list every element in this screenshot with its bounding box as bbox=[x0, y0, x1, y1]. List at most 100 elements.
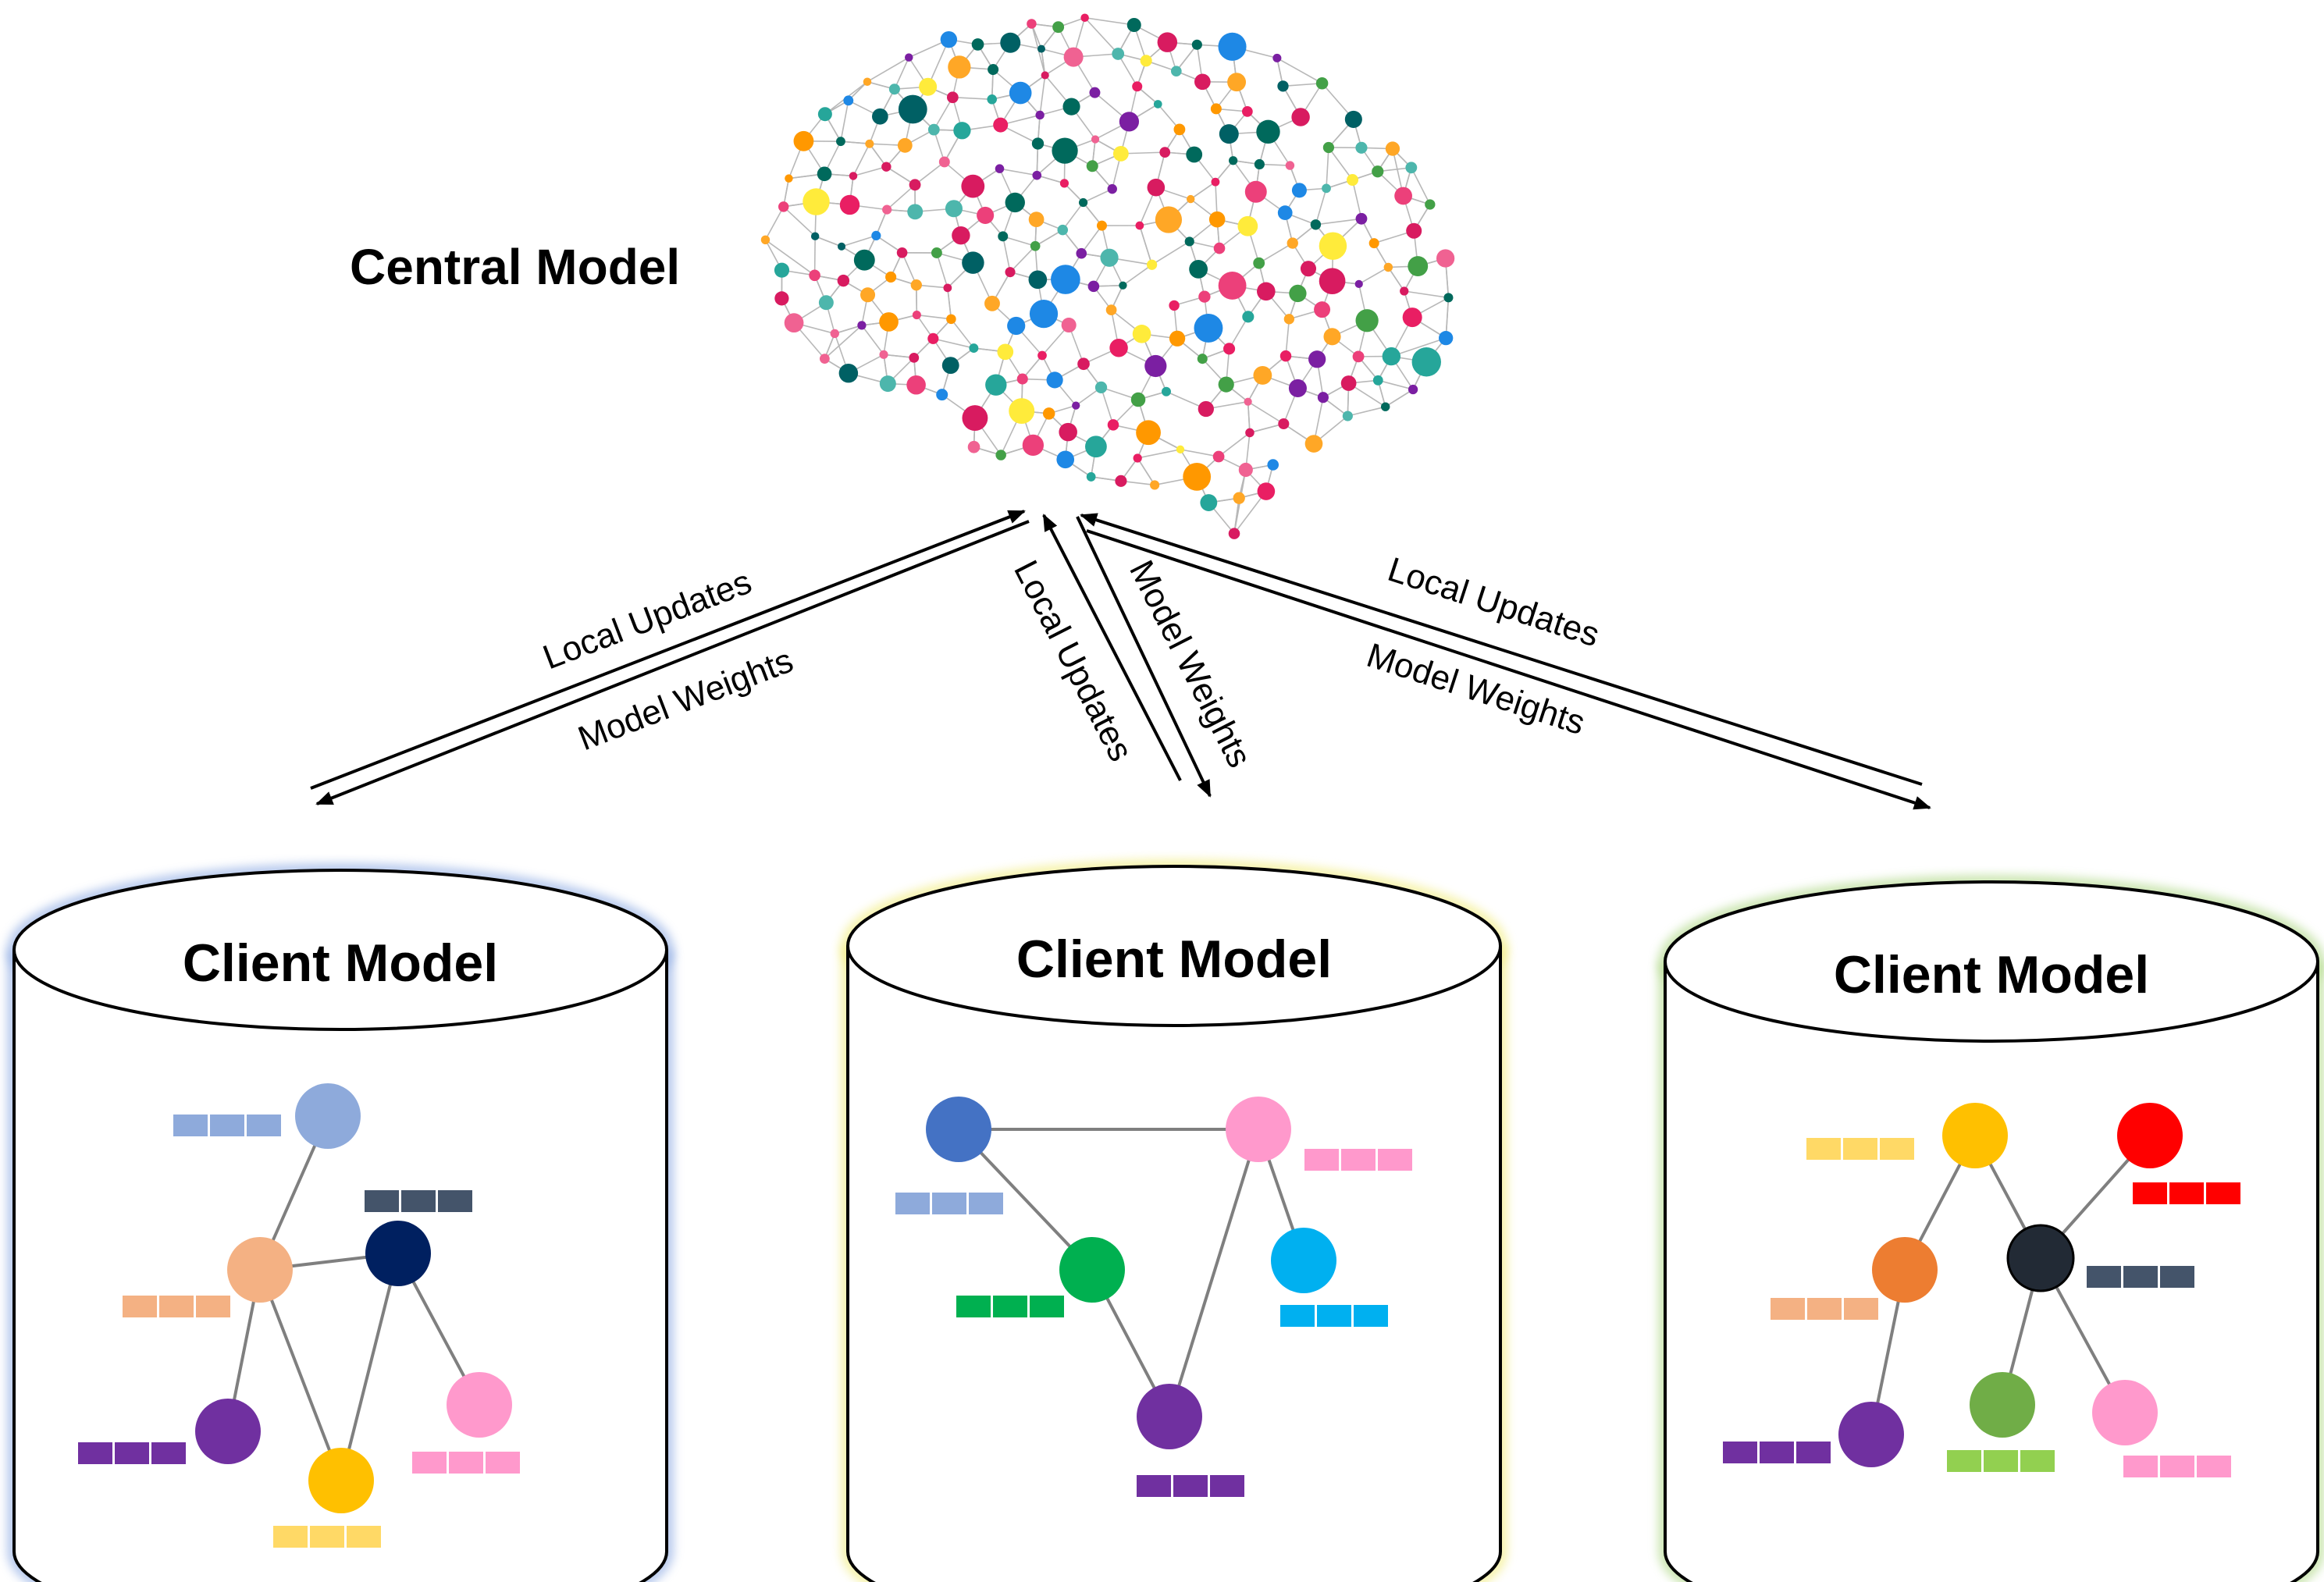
brain-node bbox=[1291, 183, 1307, 198]
brain-node bbox=[817, 166, 832, 182]
brain-node bbox=[853, 249, 875, 271]
feature-cell bbox=[347, 1526, 381, 1548]
graph-edge bbox=[258, 1269, 343, 1481]
brain-node bbox=[898, 94, 927, 124]
brain-node bbox=[1184, 236, 1194, 247]
client-model-cylinder-2: Client Model bbox=[841, 859, 1507, 1582]
brain-node bbox=[1277, 205, 1293, 220]
brain-node bbox=[830, 329, 839, 339]
feature-cell bbox=[1137, 1475, 1171, 1497]
brain-node bbox=[1300, 261, 1317, 277]
brain-node bbox=[1005, 192, 1025, 213]
brain-node bbox=[1089, 87, 1101, 98]
brain-node bbox=[1059, 179, 1069, 188]
feature-cell bbox=[1317, 1305, 1351, 1327]
brain-node bbox=[946, 91, 959, 104]
node-feature-vector bbox=[895, 1193, 1003, 1214]
node-feature-vector bbox=[1806, 1138, 1914, 1160]
feature-cell bbox=[2160, 1266, 2194, 1288]
brain-node bbox=[998, 231, 1009, 242]
brain-node bbox=[1223, 343, 1236, 355]
brain-edges bbox=[764, 16, 1450, 535]
feature-cell bbox=[78, 1442, 112, 1464]
feature-cell bbox=[210, 1115, 244, 1136]
brain-node bbox=[1096, 220, 1107, 231]
feature-cell bbox=[123, 1296, 157, 1317]
brain-node bbox=[1385, 141, 1400, 156]
brain-node bbox=[1059, 422, 1077, 442]
feature-cell bbox=[273, 1526, 308, 1548]
brain-node bbox=[1411, 347, 1441, 377]
brain-node bbox=[837, 274, 850, 287]
arrow-left-updates bbox=[310, 510, 1026, 790]
central-model-brain-network bbox=[760, 13, 1455, 539]
graph-node bbox=[1838, 1402, 1904, 1467]
graph-node bbox=[308, 1448, 374, 1513]
brain-node bbox=[774, 291, 789, 306]
brain-node bbox=[1340, 375, 1357, 391]
brain-node bbox=[1105, 304, 1117, 315]
graph-node bbox=[2006, 1224, 2075, 1292]
brain-node bbox=[1233, 492, 1245, 504]
brain-node bbox=[879, 375, 896, 393]
client-model-title: Client Model bbox=[183, 933, 498, 993]
brain-node bbox=[778, 201, 789, 212]
brain-node bbox=[1076, 247, 1087, 259]
brain-node bbox=[948, 55, 971, 79]
node-feature-vector bbox=[1280, 1305, 1388, 1327]
feature-cell bbox=[1947, 1450, 1981, 1472]
brain-node bbox=[1400, 286, 1409, 296]
brain-node bbox=[784, 313, 804, 333]
brain-node bbox=[1238, 462, 1253, 478]
brain-node bbox=[1402, 308, 1422, 328]
feature-cell bbox=[1844, 1298, 1878, 1320]
node-feature-vector bbox=[365, 1190, 472, 1212]
brain-node bbox=[872, 108, 888, 125]
brain-node bbox=[1046, 372, 1063, 389]
brain-node bbox=[1150, 480, 1160, 490]
brain-node bbox=[1144, 354, 1167, 378]
brain-node bbox=[1112, 48, 1125, 60]
brain-node bbox=[1257, 482, 1276, 500]
brain-node bbox=[879, 312, 899, 332]
feature-cell bbox=[365, 1190, 399, 1212]
arrow-middle-weights bbox=[1076, 516, 1212, 798]
feature-cell bbox=[159, 1296, 194, 1317]
brain-node bbox=[1244, 397, 1252, 406]
brain-node bbox=[1086, 472, 1096, 482]
brain-node bbox=[1291, 108, 1310, 126]
graph-edge bbox=[340, 1253, 400, 1481]
brain-node bbox=[1425, 199, 1436, 210]
node-feature-vector bbox=[2123, 1456, 2231, 1477]
feature-cell bbox=[151, 1442, 186, 1464]
brain-node bbox=[1211, 177, 1220, 187]
brain-node bbox=[938, 156, 950, 168]
feature-cell bbox=[1030, 1296, 1064, 1317]
feature-cell bbox=[173, 1115, 208, 1136]
brain-node bbox=[1342, 411, 1353, 421]
graph-node bbox=[1137, 1384, 1202, 1449]
feature-cell bbox=[1771, 1298, 1805, 1320]
feature-cell bbox=[2087, 1266, 2121, 1288]
feature-cell bbox=[2169, 1182, 2204, 1204]
brain-node bbox=[1126, 17, 1141, 33]
feature-cell bbox=[969, 1193, 1003, 1214]
brain-node bbox=[1112, 145, 1129, 162]
brain-node bbox=[1132, 325, 1151, 343]
brain-node bbox=[1091, 135, 1100, 144]
brain-node bbox=[774, 262, 790, 278]
brain-node bbox=[1267, 459, 1279, 471]
brain-node bbox=[1161, 386, 1171, 396]
brain-node bbox=[1439, 331, 1454, 346]
brain-node bbox=[1372, 375, 1383, 386]
graph-node bbox=[2092, 1380, 2158, 1445]
brain-node bbox=[1314, 301, 1331, 318]
feature-cell bbox=[2123, 1456, 2158, 1477]
brain-node bbox=[1022, 434, 1045, 457]
brain-node bbox=[1094, 381, 1108, 394]
brain-node bbox=[1147, 178, 1166, 197]
brain-node bbox=[1035, 110, 1045, 120]
brain-node bbox=[1355, 212, 1368, 225]
graph-node bbox=[1226, 1097, 1291, 1162]
